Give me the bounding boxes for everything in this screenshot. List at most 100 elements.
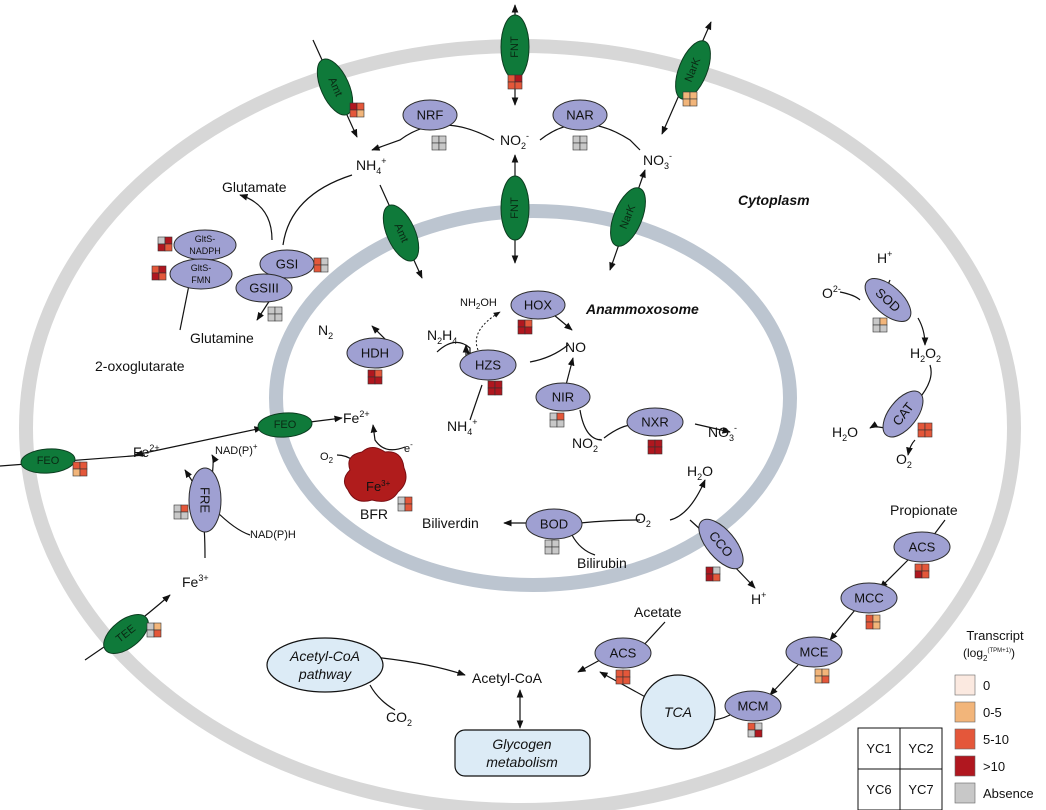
- superoxide: O2-: [822, 284, 841, 301]
- enzyme-acs-propionate: ACS: [893, 531, 951, 563]
- heatmap-cell: [544, 546, 553, 555]
- heatmap-cell: [682, 98, 691, 107]
- heatmap-cell: [517, 326, 526, 335]
- heatmap-cell: [72, 468, 81, 477]
- heatmap-cell: [556, 419, 565, 428]
- heatmap-cell: [349, 109, 358, 118]
- heatmap-cell: [356, 102, 365, 111]
- transporter-nark-inner: NarK: [610, 187, 646, 247]
- heatmap-cell: [865, 621, 874, 630]
- enzyme-cat: CAT: [882, 390, 924, 438]
- heatmap-cell: [438, 142, 447, 151]
- svg-text:FEO: FEO: [37, 455, 60, 467]
- heatmap-gsi: [313, 257, 329, 273]
- svg-text:GltS-: GltS-: [195, 234, 216, 244]
- heatmap-cell: [865, 614, 874, 623]
- svg-text:ACS: ACS: [909, 540, 936, 555]
- heatmap-hdh: [367, 369, 383, 385]
- legend-swatch: [954, 728, 976, 750]
- enzyme-fre: FRE: [188, 467, 222, 533]
- heatmap-cell: [320, 264, 329, 273]
- svg-text:ACS: ACS: [610, 646, 637, 661]
- heatmap-cell: [705, 566, 714, 575]
- heatmap-cell: [924, 429, 933, 438]
- heatmap-cell: [157, 243, 166, 252]
- heatmap-cell: [879, 317, 888, 326]
- heatmap-cell: [267, 306, 276, 315]
- heatmap-cat: [917, 422, 933, 438]
- heatmap-cell: [917, 429, 926, 438]
- glutamate: Glutamate: [222, 179, 287, 195]
- heatmap-cell: [274, 306, 283, 315]
- svg-text:NXR: NXR: [641, 415, 668, 430]
- legend-swatch: [954, 782, 976, 804]
- heatmap-cell: [487, 380, 496, 389]
- svg-text:Fe3+: Fe3+: [366, 479, 391, 494]
- heatmap-cell: [551, 546, 560, 555]
- heatmap-cell: [494, 387, 503, 396]
- co2: CO2: [386, 709, 412, 728]
- svg-text:Acetyl-CoA: Acetyl-CoA: [289, 648, 360, 664]
- heatmap-mcm: [747, 722, 763, 738]
- enzyme-nir: NIR: [535, 382, 591, 412]
- glutamine: Glutamine: [190, 330, 254, 346]
- legend-grid-yc6: YC6: [866, 782, 891, 797]
- heatmap-cell: [507, 74, 516, 83]
- legend-grid-yc1: YC1: [866, 741, 891, 756]
- enzyme-glts-nadph: GltS- NADPH: [173, 229, 237, 261]
- heatmap-cell: [151, 272, 160, 281]
- h-plus-ros: H+: [877, 249, 892, 266]
- no3-inner: NO3-: [708, 423, 737, 443]
- heatmap-tee: [146, 622, 162, 638]
- heatmap-cell: [397, 503, 406, 512]
- heatmap-cell: [551, 539, 560, 548]
- transporter-tee: TEE: [103, 614, 149, 654]
- heatmap-cell: [524, 326, 533, 335]
- heatmap-cell: [647, 439, 656, 448]
- heatmap-cell: [556, 412, 565, 421]
- heatmap-acs-acetate: [615, 669, 631, 685]
- heatmap-cell: [180, 511, 189, 520]
- heatmap-cell: [579, 142, 588, 151]
- transporter-fnt-outer: FNT: [500, 14, 530, 80]
- heatmap-cell: [814, 675, 823, 684]
- legend-level-label: 5-10: [983, 732, 1009, 747]
- heatmap-cell: [158, 272, 167, 281]
- transporter-amt-inner: Amt: [382, 204, 420, 262]
- heatmap-nxr: [647, 439, 663, 455]
- legend-swatch: [954, 701, 976, 723]
- no3-outer: NO3-: [643, 151, 672, 171]
- svg-text:metabolism: metabolism: [486, 754, 558, 770]
- no2-outer: NO2-: [500, 131, 529, 151]
- bfr-label: BFR: [360, 506, 388, 522]
- legend-level-label: Absence: [983, 786, 1034, 801]
- expression-heatmaps: [72, 74, 933, 738]
- transporter-fnt-inner: FNT: [500, 175, 530, 241]
- heatmap-cell: [754, 722, 763, 731]
- heatmap-mce: [814, 668, 830, 684]
- heatmap-cell: [579, 135, 588, 144]
- heatmap-cell: [158, 265, 167, 274]
- cytoplasm-label: Cytoplasm: [738, 192, 810, 208]
- enzyme-nrf: NRF: [402, 99, 458, 131]
- heatmap-cell: [549, 419, 558, 428]
- heatmap-hzs: [487, 380, 503, 396]
- electron: e-: [404, 440, 413, 455]
- heatmap-cell: [821, 668, 830, 677]
- legend-level-label: >10: [983, 759, 1005, 774]
- n2h4: N2H4: [427, 327, 457, 346]
- heatmap-cell: [705, 573, 714, 582]
- heatmap-cell: [747, 722, 756, 731]
- svg-text:FEO: FEO: [274, 419, 297, 431]
- heatmap-cell: [682, 91, 691, 100]
- heatmap-cell: [180, 504, 189, 513]
- svg-text:NADPH: NADPH: [189, 246, 221, 256]
- svg-text:GSIII: GSIII: [249, 281, 279, 296]
- svg-text:HOX: HOX: [524, 298, 553, 313]
- heatmap-cell: [349, 102, 358, 111]
- enzyme-glts-fmn: GltS- FMN: [169, 258, 233, 290]
- enzyme-hdh: HDH: [346, 337, 404, 369]
- heatmap-cell: [712, 566, 721, 575]
- svg-text:FRE: FRE: [198, 487, 213, 513]
